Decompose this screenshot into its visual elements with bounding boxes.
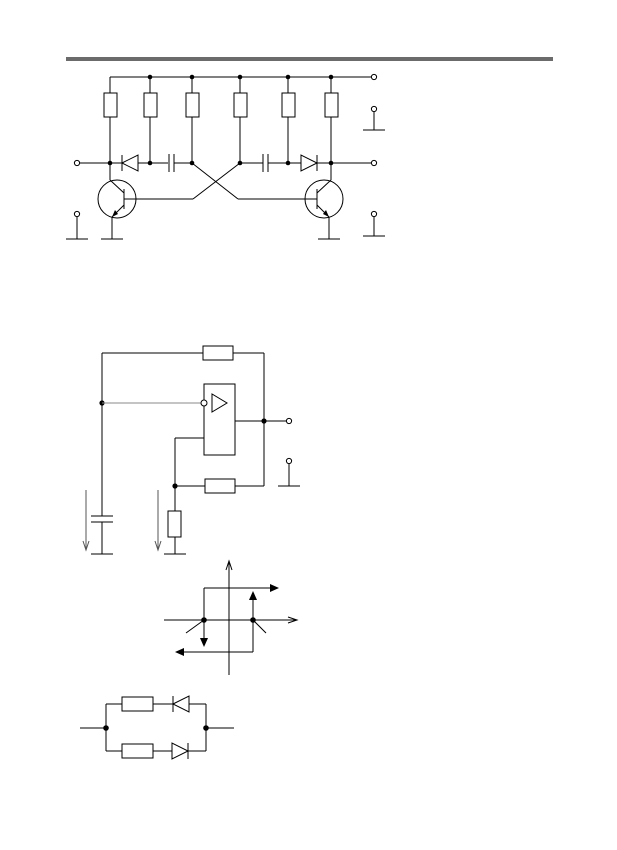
lower-resistor	[121, 743, 154, 759]
upper-resistor	[121, 696, 154, 712]
output-terminal	[285, 417, 293, 425]
resistor-branch-4	[233, 77, 248, 163]
transistor-right	[304, 163, 344, 240]
resistor-diode-network	[80, 695, 234, 760]
opamp	[203, 383, 236, 456]
input-terminal	[73, 159, 81, 167]
ground-resistor	[167, 510, 182, 538]
header-rule	[66, 57, 553, 61]
output-terminal	[370, 159, 378, 167]
resistor-branch-5	[281, 77, 296, 163]
cross-coupling	[191, 162, 239, 200]
cross-coupling	[192, 162, 241, 200]
diode-left	[120, 154, 139, 172]
resistor	[324, 92, 339, 118]
resistor-branch-1	[103, 77, 118, 163]
resistor	[185, 92, 200, 118]
upper-diode	[171, 695, 190, 713]
lower-diode	[171, 742, 190, 760]
opamp-triangle	[211, 393, 228, 413]
feedback-resistor	[202, 345, 234, 361]
output-terminal	[370, 105, 378, 113]
astable-multivibrator-circuit	[66, 73, 385, 240]
inverting-input	[200, 399, 208, 407]
diode-right	[300, 154, 319, 172]
junction-dot	[147, 160, 153, 166]
terminal	[285, 457, 293, 465]
resistor-branch-2	[143, 77, 158, 163]
resistor-branch-3	[185, 77, 200, 163]
resistor	[143, 92, 158, 118]
resistor-branch-6	[324, 77, 339, 163]
terminal	[73, 210, 81, 218]
resistor	[281, 92, 296, 118]
hysteresis-graph	[164, 559, 299, 675]
terminal	[370, 210, 378, 218]
resistor	[103, 92, 118, 118]
divider-resistor	[204, 478, 236, 494]
resistor	[233, 92, 248, 118]
supply-terminal	[370, 73, 378, 81]
transistor-left	[97, 163, 137, 240]
junction-dot	[285, 160, 291, 166]
opamp-oscillator-circuit	[82, 345, 300, 555]
junction-dot	[261, 418, 267, 424]
